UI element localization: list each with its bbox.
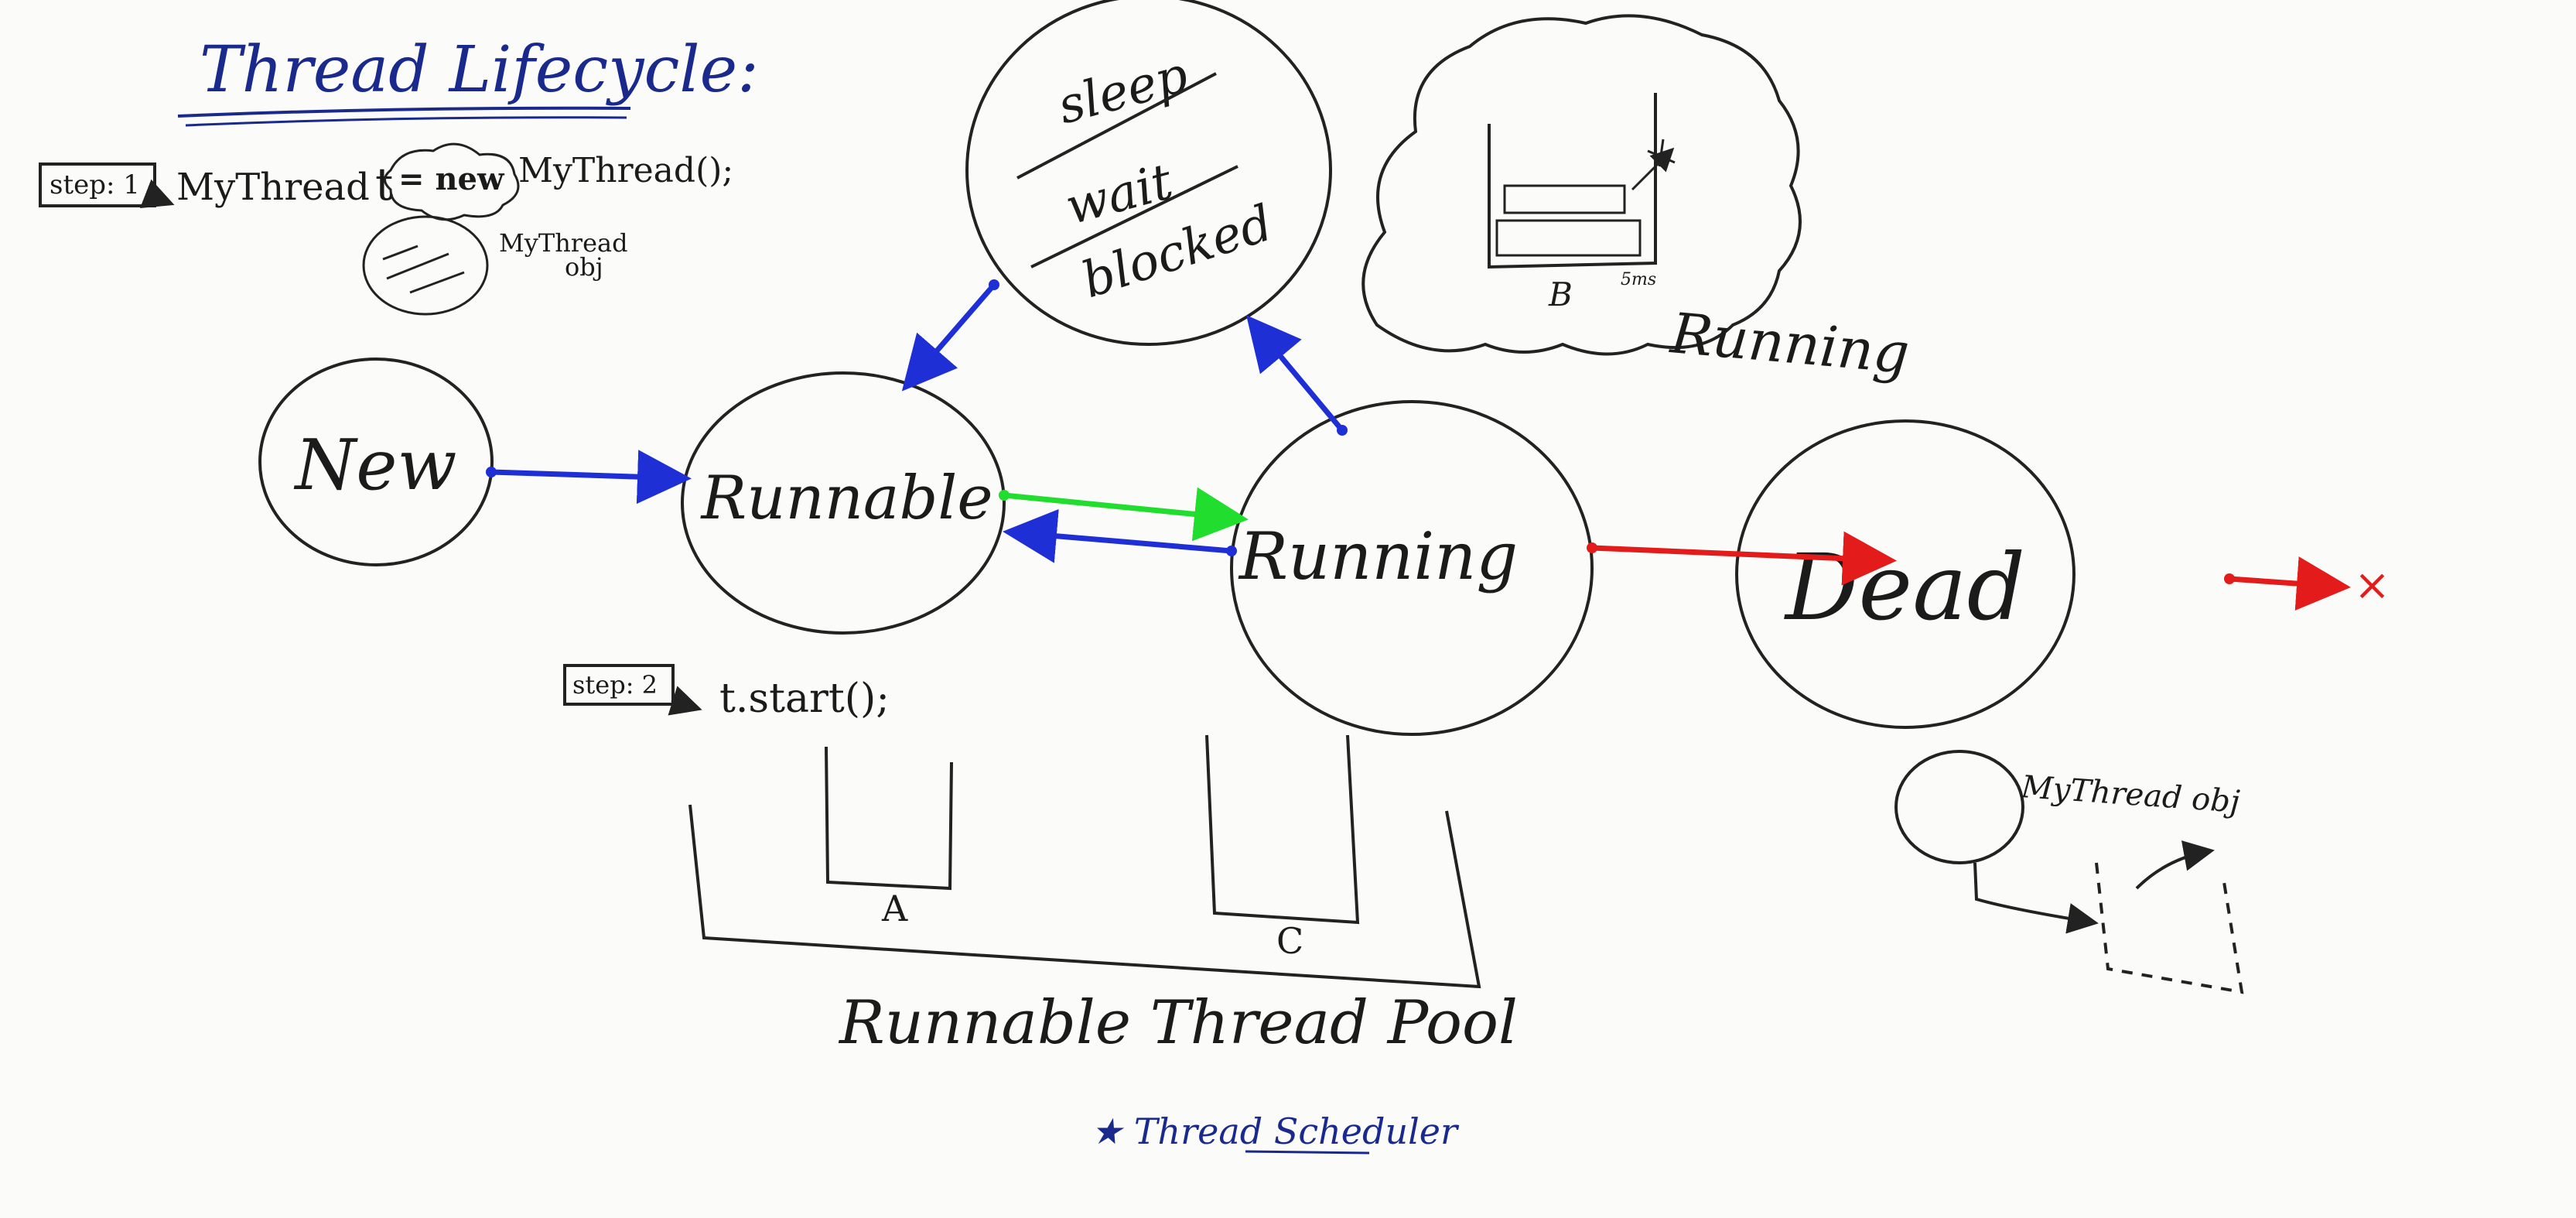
- pool-label: Runnable Thread Pool: [838, 988, 1518, 1058]
- arrow-new-to-runnable-dot: [486, 467, 497, 477]
- arrow-running-to-dead: [1591, 531, 1897, 586]
- state-blocked-circle: [965, 0, 1332, 346]
- step2-block: step: 2 t.start();: [563, 664, 890, 722]
- step1-obj-label-1: MyThread: [499, 228, 628, 258]
- thread-scheduler-note: ★ Thread Scheduler: [1091, 1110, 1460, 1152]
- step1-arrow: [139, 179, 175, 209]
- dead-obj-group: MyThread obj: [1894, 750, 2244, 994]
- arrow-dead-to-end-dot: [2224, 573, 2235, 584]
- step2-badge: step: 2: [572, 670, 658, 700]
- step1-badge: step: 1: [50, 169, 140, 200]
- title-block: Thread Lifecycle:: [177, 33, 759, 127]
- dead-obj-dashed-box: [2095, 862, 2244, 994]
- arrow-blocked-to-runnable: [901, 282, 996, 392]
- step1-block: step: 1 MyThread t = new MyThread(); MyT…: [39, 142, 733, 316]
- step1-code-var: t: [375, 158, 393, 210]
- end-x-mark: ×: [2354, 560, 2390, 611]
- runnable-thread-pool: A C Runnable Thread Pool: [688, 734, 1518, 1058]
- cloud-outline: [1361, 14, 1802, 356]
- thread-scheduler-underline: [1245, 1150, 1370, 1155]
- step1-obj-circle: [362, 215, 489, 316]
- arrow-running-to-runnable: [1003, 508, 1232, 563]
- diagram-title: Thread Lifecycle:: [200, 33, 759, 107]
- pool-slot-c: [1205, 734, 1360, 925]
- blocked-divider-2: [1030, 165, 1238, 269]
- cloud-small-text: 5ms: [1621, 270, 1656, 289]
- state-running-label: Running: [1238, 518, 1518, 594]
- step1-code-ctor: MyThread();: [518, 151, 733, 190]
- state-dead-circle: [1735, 419, 2075, 729]
- pool-slot-c-label: C: [1276, 920, 1303, 962]
- step1-code-type: MyThread: [176, 166, 370, 209]
- state-running: Running: [1230, 400, 1594, 736]
- step2-arrow: [668, 686, 702, 716]
- arrow-running-to-blocked: [1246, 315, 1344, 433]
- arrow-running-to-blocked-dot: [1337, 425, 1348, 436]
- arrow-running-to-dead-dot: [1587, 542, 1597, 553]
- cloud-letter-b: B: [1548, 275, 1573, 313]
- state-running-circle: [1230, 400, 1594, 736]
- dead-obj-circle: [1894, 750, 2024, 864]
- dead-obj-label: MyThread obj: [2019, 769, 2241, 820]
- arrow-new-to-runnable: [490, 450, 692, 505]
- step1-obj-label-2: obj: [565, 252, 603, 282]
- step1-obj-hatch-1: [382, 245, 419, 261]
- cpu-x-mark: [1647, 139, 1676, 167]
- cpu-slot-bottom: [1495, 219, 1642, 257]
- cpu-pointer: [1631, 147, 1675, 191]
- dead-obj-curve-arrow: [2135, 840, 2215, 890]
- transitions: ×: [486, 279, 2390, 611]
- step1-obj-hatch-3: [409, 271, 465, 294]
- pool-slot-a-label: A: [881, 888, 908, 929]
- cpu-box: [1488, 93, 1657, 269]
- cpu-slot-top: [1503, 184, 1626, 214]
- state-blocked-group: sleep wait blocked: [965, 0, 1332, 346]
- pool-container: [688, 804, 1481, 989]
- state-dead: Dead: [1735, 419, 2075, 729]
- step1-obj-hatch-2: [386, 252, 449, 280]
- arrow-running-to-runnable-dot: [1226, 546, 1237, 556]
- step1-code-eq: = new: [398, 161, 505, 197]
- step2-code: t.start();: [719, 676, 890, 722]
- cloud-running-label: Running: [1667, 300, 1912, 386]
- arrow-runnable-to-running-dot: [999, 490, 1010, 501]
- step2-badge-box: [563, 664, 675, 706]
- state-dead-label: Dead: [1784, 534, 2025, 641]
- arrow-blocked-to-runnable-dot: [989, 279, 999, 290]
- arrow-dead-to-end: [2229, 556, 2351, 611]
- blocked-divider-1: [1016, 72, 1217, 180]
- title-underline-2: [185, 116, 627, 127]
- state-new: New: [258, 358, 494, 566]
- state-new-circle: [258, 358, 494, 566]
- arrow-runnable-to-running: [1003, 487, 1249, 542]
- pool-slot-a: [825, 746, 953, 891]
- dead-obj-arrow: [1973, 862, 2099, 934]
- state-runnable: Runnable: [681, 371, 1006, 635]
- state-runnable-label: Runnable: [700, 464, 993, 533]
- state-new-label: New: [293, 425, 456, 506]
- cpu-cloud: B 5ms Running: [1361, 14, 1912, 386]
- title-underline: [177, 106, 631, 118]
- step1-cloud-bubble: [384, 142, 520, 221]
